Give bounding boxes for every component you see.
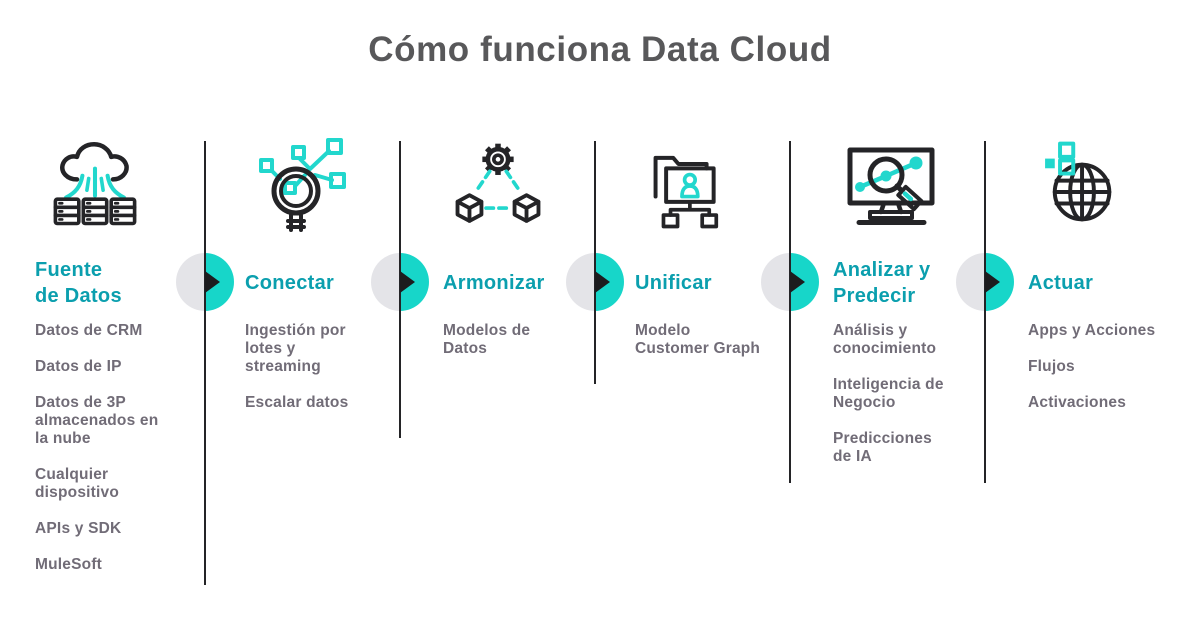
list-item-line: Predicciones <box>833 430 932 447</box>
column-title: Actuar <box>1028 270 1093 296</box>
arrow-right-triangle-icon <box>790 271 805 293</box>
divider-line <box>594 141 596 384</box>
list-item-line: Customer Graph <box>635 340 761 357</box>
list-item-line: Ingestión por <box>245 322 346 339</box>
list-item: APIs y SDK <box>35 520 158 538</box>
divider-line <box>984 141 986 483</box>
list-item: Apps y Acciones <box>1028 322 1155 340</box>
list-item-line: streaming <box>245 358 321 375</box>
list-item-line: dispositivo <box>35 484 120 501</box>
harmonize-gear-cubes-icon <box>452 140 544 232</box>
list-item-line: Datos de CRM <box>35 322 143 339</box>
list-item: Datos de IP <box>35 358 158 376</box>
list-item: Datos de CRM <box>35 322 158 340</box>
list-item-line: Modelo <box>635 322 691 339</box>
list-item: Escalar datos <box>245 394 348 412</box>
list-item-line: Análisis y <box>833 322 908 339</box>
column-title-line: de Datos <box>35 285 122 307</box>
list-item-line: Datos de 3P <box>35 394 126 411</box>
list-item: Flujos <box>1028 358 1155 376</box>
connect-network-magnifier-icon <box>252 136 352 236</box>
list-item-line: de IA <box>833 448 872 465</box>
unify-folder-profile-icon <box>645 142 733 230</box>
column-title-line: Conectar <box>245 272 335 294</box>
arrow-right-triangle-icon <box>985 271 1000 293</box>
list-item-line: la nube <box>35 430 91 447</box>
column-title: Analizar y Predecir <box>833 257 930 309</box>
list-item-line: Escalar datos <box>245 394 349 411</box>
arrow-right-triangle-icon <box>595 271 610 293</box>
analyze-monitor-chart-icon <box>840 140 950 240</box>
column-title-line: Armonizar <box>443 272 545 294</box>
column-title: Unificar <box>635 270 712 296</box>
column-title-line: Unificar <box>635 272 712 294</box>
list-item-line: MuleSoft <box>35 556 103 573</box>
divider-line <box>789 141 791 483</box>
list-item-line: Negocio <box>833 394 896 411</box>
column-title: Conectar <box>245 270 334 296</box>
column-title: Armonizar <box>443 270 545 296</box>
list-item-line: Activaciones <box>1028 394 1127 411</box>
cloud-data-sources-icon <box>50 138 140 228</box>
list-item-line: Flujos <box>1028 358 1075 375</box>
column-title-line: Analizar y <box>833 259 931 281</box>
list-item-line: Datos <box>443 340 488 357</box>
column-title-line: Predecir <box>833 285 916 307</box>
list-item-line: almacenados en <box>35 412 159 429</box>
page-title: Cómo funciona Data Cloud <box>368 30 832 69</box>
list-item-line: lotes y <box>245 340 296 357</box>
list-item: Activaciones <box>1028 394 1155 412</box>
divider-line <box>204 141 206 585</box>
column-title: Fuente de Datos <box>35 257 122 309</box>
list-item-line: Datos de IP <box>35 358 122 375</box>
list-item-line: Inteligencia de <box>833 376 944 393</box>
arrow-right-triangle-icon <box>400 271 415 293</box>
column-title-line: Fuente <box>35 259 103 281</box>
list-item-line: APIs y SDK <box>35 520 122 537</box>
list-item: MuleSoft <box>35 556 158 574</box>
list-item-line: Cualquier <box>35 466 109 483</box>
list-item-line: Apps y Acciones <box>1028 322 1156 339</box>
list-item-line: conocimiento <box>833 340 937 357</box>
list-item-line: Modelos de <box>443 322 531 339</box>
arrow-right-triangle-icon <box>205 271 220 293</box>
column-title-line: Actuar <box>1028 272 1094 294</box>
act-globe-icon <box>1031 141 1119 229</box>
